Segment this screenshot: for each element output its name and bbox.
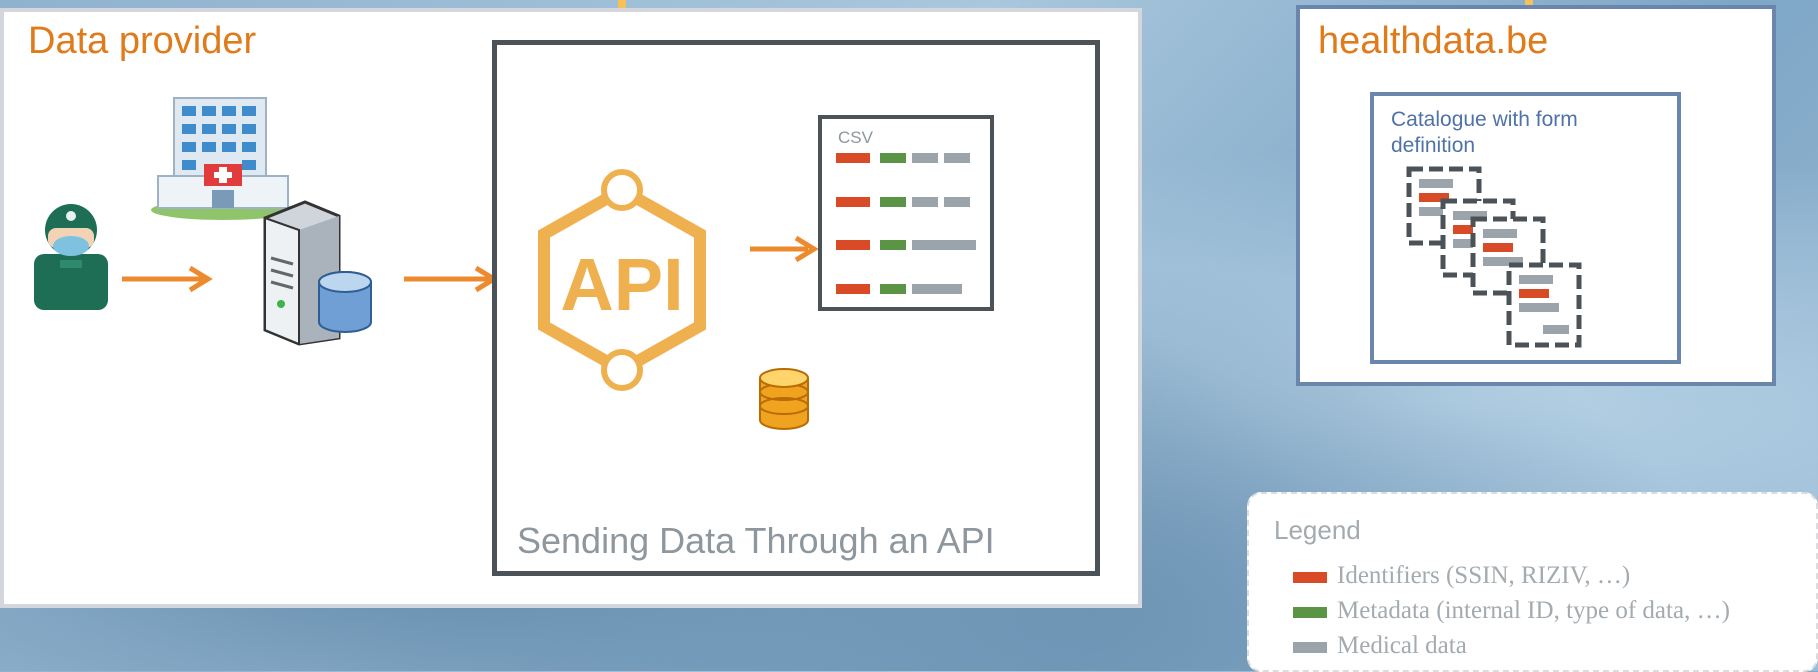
legend-swatch-identifiers: [1293, 572, 1327, 583]
legend-title: Legend: [1274, 515, 1361, 545]
legend-label: Medical data: [1337, 632, 1467, 659]
csv-medical-bar: [912, 153, 938, 163]
csv-file-card: [818, 115, 994, 311]
csv-identifier-bar: [836, 153, 870, 163]
api-box: [492, 40, 1100, 576]
csv-identifier-bar: [836, 284, 870, 294]
csv-label: CSV: [838, 128, 873, 147]
legend-swatch-medical: [1293, 642, 1327, 653]
doctor-icon: [34, 204, 108, 310]
api-hexagon-icon: API: [538, 169, 706, 391]
form-card: [1506, 262, 1582, 348]
arrow-server-to-api: [404, 265, 499, 293]
legend-label: Metadata (internal ID, type of data, …): [1337, 597, 1730, 624]
database-coins-icon: [759, 368, 809, 430]
catalogue-label: Catalogue with form definition: [1391, 108, 1578, 157]
arrow-doctor-to-server: [122, 265, 213, 293]
csv-medical-bar: [912, 240, 976, 250]
csv-metadata-bar: [880, 240, 906, 250]
legend-box: [1247, 492, 1818, 672]
csv-medical-bar: [944, 153, 970, 163]
api-caption: Sending Data Through an API: [517, 520, 995, 561]
healthdata-title: healthdata.be: [1318, 20, 1549, 62]
form-stack-icon: [1406, 166, 1582, 348]
server-database-icon: [263, 200, 372, 346]
legend-label: Identifiers (SSIN, RIZIV, …): [1337, 562, 1631, 589]
csv-medical-bar: [912, 284, 962, 294]
hospital-icon: [151, 97, 295, 220]
csv-metadata-bar: [880, 153, 906, 163]
csv-metadata-bar: [880, 197, 906, 207]
legend-swatch-metadata: [1293, 607, 1327, 618]
csv-identifier-bar: [836, 240, 870, 250]
csv-metadata-bar: [880, 284, 906, 294]
csv-medical-bar: [912, 197, 938, 207]
arrow-api-to-csv: [750, 235, 819, 263]
csv-identifier-bar: [836, 197, 870, 207]
data-provider-title: Data provider: [28, 20, 257, 62]
csv-medical-bar: [944, 197, 970, 207]
api-badge-text: API: [560, 243, 683, 326]
